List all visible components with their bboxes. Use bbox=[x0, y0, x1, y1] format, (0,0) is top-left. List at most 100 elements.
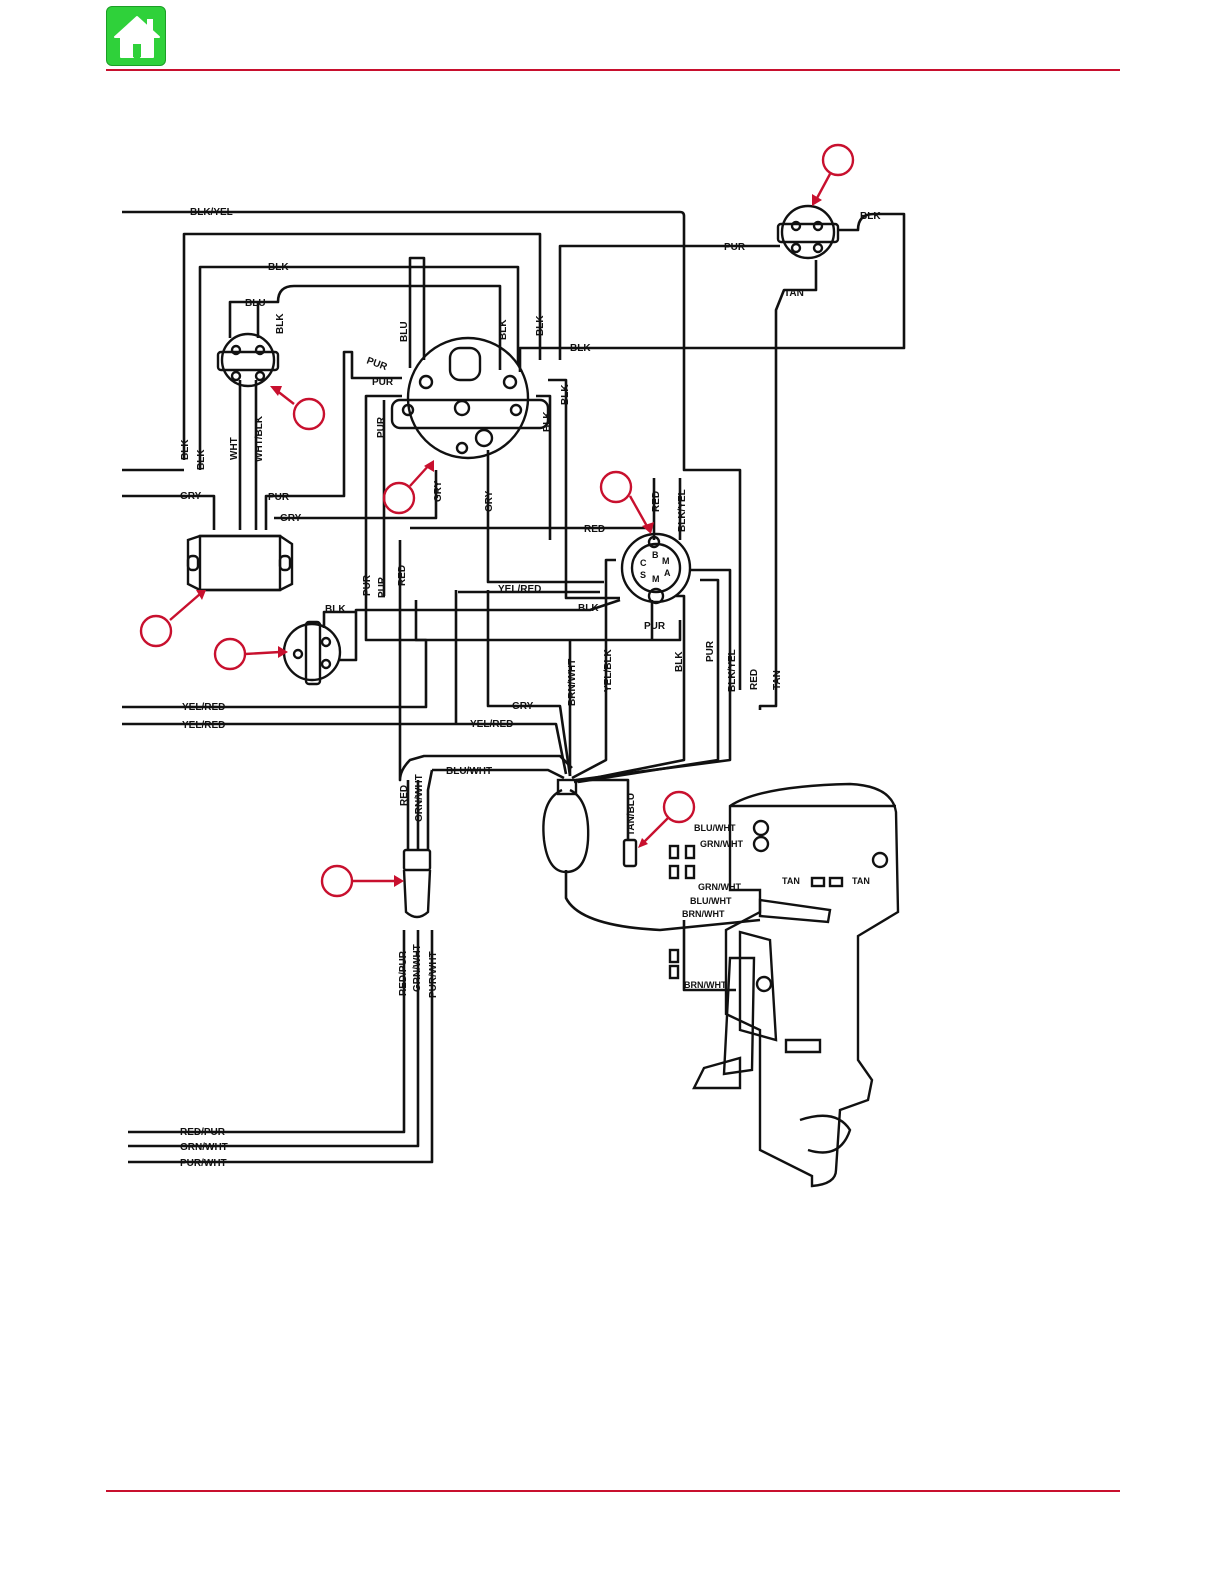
wire-label-brn-wht: BRN/WHT bbox=[567, 659, 578, 706]
wire-label-yel-blk: YEL/BLK bbox=[603, 648, 614, 692]
wire-labels: BLK/YEL BLK BLU BLK PUR BLK TAN BLK BLU … bbox=[180, 207, 881, 1169]
switch-upper-left bbox=[216, 332, 280, 388]
wire-label-tan: TAN bbox=[782, 876, 800, 886]
tan-blu-plug bbox=[622, 838, 638, 868]
wire-label-blk: BLK bbox=[674, 651, 685, 672]
wire-label-red: RED bbox=[651, 491, 662, 512]
components bbox=[186, 204, 900, 1188]
wire-label-blu: BLU bbox=[399, 321, 410, 342]
wires bbox=[122, 210, 906, 1164]
callouts bbox=[139, 143, 855, 898]
wire-label-tan: TAN bbox=[784, 288, 804, 299]
wire-label-tan: TAN bbox=[772, 670, 783, 690]
terminal-label-b: B bbox=[652, 550, 659, 560]
callout-circle-4 bbox=[599, 470, 633, 504]
wire-label-wht-blk: WHT/BLK bbox=[254, 415, 265, 462]
callout-circle-7 bbox=[662, 790, 696, 824]
terminal-label-a: A bbox=[664, 568, 671, 578]
wire-label-tan-blu: TAN/BLU bbox=[626, 793, 637, 836]
wire-label-grn-wht: GRN/WHT bbox=[700, 839, 743, 849]
wire-label-grn-wht: GRN/WHT bbox=[698, 882, 741, 892]
callout-circle-5 bbox=[139, 614, 173, 648]
wire-label-blk: BLK bbox=[498, 319, 509, 340]
callout-circle-2 bbox=[292, 397, 326, 431]
wire-label-brn-wht: BRN/WHT bbox=[684, 980, 727, 990]
wire-label-yel-red: YEL/RED bbox=[498, 584, 541, 595]
wire-label-blu-wht: BLU/WHT bbox=[690, 896, 732, 906]
wire-label-blk: BLK bbox=[275, 313, 286, 334]
wire-label-blk: BLK bbox=[196, 449, 207, 470]
wire-label-grn-wht: GRN/WHT bbox=[414, 774, 425, 822]
wire-label-blu-wht: BLU/WHT bbox=[446, 766, 492, 777]
wire-label-red-pur: RED/PUR bbox=[180, 1127, 226, 1138]
wire-label-blk-yel: BLK/YEL bbox=[190, 207, 233, 218]
wire-label-grn-wht: GRN/WHT bbox=[412, 944, 423, 992]
terminal-label-m: M bbox=[652, 574, 660, 584]
wire-label-red: RED bbox=[397, 565, 408, 586]
wire-label-blu-wht: BLU/WHT bbox=[694, 823, 736, 833]
wire-label-gry: GRY bbox=[180, 491, 202, 502]
callout-circle-8 bbox=[320, 864, 354, 898]
wire-label-pur: PUR bbox=[268, 492, 290, 503]
wire-label-blu: BLU bbox=[245, 298, 266, 309]
wire-label-blk: BLK bbox=[268, 262, 289, 273]
wire-label-yel-red: YEL/RED bbox=[182, 720, 225, 731]
wire-label-brn-wht: BRN/WHT bbox=[682, 909, 725, 919]
wire-label-pur: PUR bbox=[362, 574, 373, 596]
wire-label-wht: WHT bbox=[229, 437, 240, 460]
wire-label-red: RED bbox=[584, 524, 605, 535]
wire-label-gry: GRY bbox=[512, 701, 534, 712]
wire-label-pur-wht: PUR/WHT bbox=[428, 951, 439, 998]
wire-label-pur-wht: PUR/WHT bbox=[180, 1158, 227, 1169]
wire-label-blk: BLK bbox=[570, 343, 591, 354]
wire-label-red-pur: RED/PUR bbox=[398, 950, 409, 996]
wire-label-pur: PUR bbox=[724, 242, 746, 253]
wire-label-blk: BLK bbox=[180, 439, 191, 460]
wire-label-pur: PUR bbox=[376, 416, 387, 438]
wire-label-blk: BLK bbox=[542, 411, 553, 432]
wire-label-pur: PUR bbox=[644, 621, 666, 632]
wire-label-grn-wht: GRN/WHT bbox=[180, 1142, 228, 1153]
home-icon bbox=[114, 16, 160, 58]
key-switch-top-right bbox=[776, 204, 840, 260]
callout-circle-1 bbox=[821, 143, 855, 177]
wire-label-gry: GRY bbox=[484, 490, 495, 512]
wire-label-blk-yel: BLK/YEL bbox=[677, 489, 688, 532]
rectifier-box bbox=[186, 534, 294, 592]
wire-label-blk: BLK bbox=[535, 315, 546, 336]
callout-arrowheads bbox=[196, 194, 822, 887]
terminal-label-m: M bbox=[662, 556, 670, 566]
solenoid bbox=[620, 532, 692, 605]
wire-label-blk: BLK bbox=[578, 603, 599, 614]
wire-label-pur: PUR bbox=[705, 640, 716, 662]
wire-label-pur: PUR bbox=[372, 377, 394, 388]
wire-label-pur: PUR bbox=[365, 355, 389, 373]
connector-plug bbox=[402, 848, 432, 919]
callout-circle-6 bbox=[213, 637, 247, 671]
terminal-label-s: S bbox=[640, 570, 646, 580]
wire-label-pur: PUR bbox=[377, 576, 388, 598]
wire-label-red: RED bbox=[399, 785, 410, 806]
wire-label-red: RED bbox=[749, 669, 760, 690]
wire-label-blk: BLK bbox=[325, 604, 346, 615]
home-button[interactable] bbox=[106, 6, 166, 66]
footer-rule bbox=[106, 1490, 1120, 1492]
wire-label-gry: GRY bbox=[280, 513, 302, 524]
solenoid-terminal-labels: B C M S M A bbox=[640, 550, 671, 584]
wire-label-blk: BLK bbox=[560, 384, 571, 405]
wire-label-blk-yel: BLK/YEL bbox=[727, 649, 738, 692]
wire-label-gry: GRY bbox=[433, 480, 444, 502]
gauge-center bbox=[390, 336, 550, 460]
wire-label-yel-red: YEL/RED bbox=[470, 719, 513, 730]
harness-boot bbox=[542, 778, 590, 874]
wire-label-yel-red: YEL/RED bbox=[182, 702, 225, 713]
callout-circle-3 bbox=[382, 481, 416, 515]
wire-label-blk: BLK bbox=[860, 211, 881, 222]
wire-label-tan: TAN bbox=[852, 876, 870, 886]
switch-lower-left bbox=[282, 620, 342, 686]
bullet-connectors bbox=[668, 844, 844, 980]
outboard-motor bbox=[692, 782, 900, 1188]
terminal-label-c: C bbox=[640, 558, 647, 568]
header-rule bbox=[106, 69, 1120, 71]
